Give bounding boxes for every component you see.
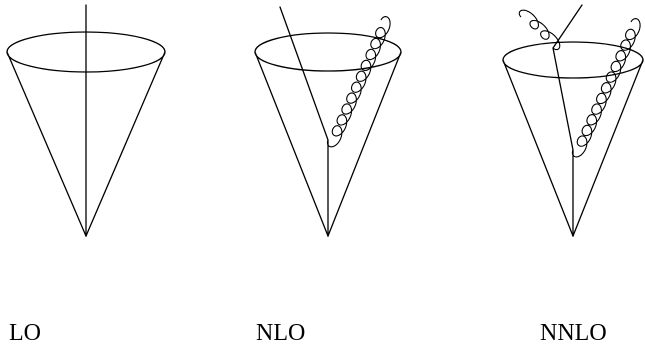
nlo-cone-left-edge xyxy=(255,52,328,236)
nlo-quark-line xyxy=(280,7,328,236)
nnlo-cone-left-edge xyxy=(503,60,573,236)
nlo-gluon xyxy=(327,17,390,147)
lo-cone-left-edge xyxy=(7,52,86,236)
nlo-label: NLO xyxy=(256,320,305,346)
lo-cone-right-edge xyxy=(86,52,165,236)
lo-panel: LO xyxy=(7,5,165,346)
lo-label: LO xyxy=(9,320,41,346)
nnlo-gluon-1 xyxy=(572,19,640,157)
nnlo-panel: NNLO xyxy=(503,5,643,346)
nnlo-label: NNLO xyxy=(540,320,607,346)
nnlo-cone-right-edge xyxy=(573,60,643,236)
nlo-panel: NLO xyxy=(255,7,401,346)
